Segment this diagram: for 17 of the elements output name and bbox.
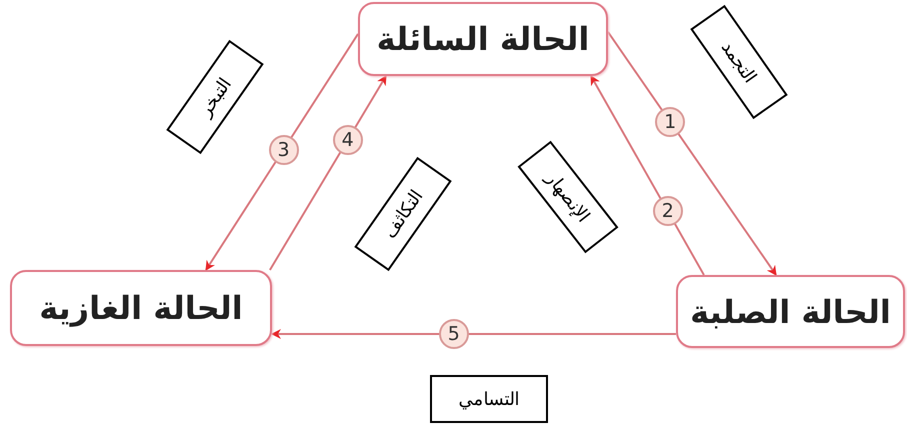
arrow <box>590 75 705 276</box>
edge-label: 3 <box>268 134 298 165</box>
term-box: التكاثف <box>354 156 452 272</box>
arrow <box>607 31 777 276</box>
term-box: التجمد <box>690 4 788 120</box>
arrow <box>205 33 359 271</box>
state-box: الحالة الصلبة <box>676 275 905 348</box>
state-box: الحالة الغازية <box>10 270 272 346</box>
edge-label: 4 <box>332 125 363 156</box>
term-box: الإنصهار <box>518 140 618 254</box>
arrow <box>271 329 676 339</box>
term-box: التبخر <box>166 40 264 154</box>
edge-label: 2 <box>652 196 683 226</box>
edge-label: 5 <box>438 318 469 349</box>
state-box: الحالة السائلة <box>358 2 608 76</box>
edge-label: 1 <box>655 106 686 137</box>
term-box: التسامي <box>430 375 548 423</box>
